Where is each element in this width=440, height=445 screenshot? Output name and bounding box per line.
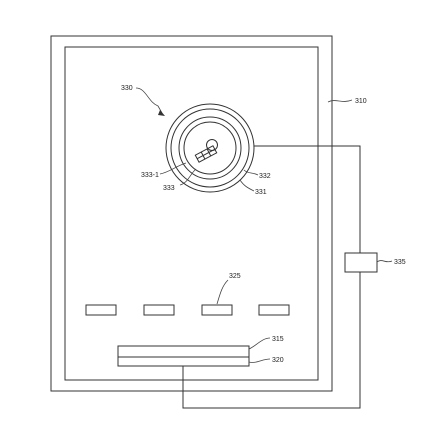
leader-332 bbox=[243, 169, 259, 176]
bottom-strip bbox=[117, 345, 250, 367]
leader-333 bbox=[179, 168, 197, 186]
leader-310 bbox=[327, 99, 353, 103]
sensor-4 bbox=[258, 304, 290, 316]
leader-331 bbox=[239, 179, 255, 192]
sensor-1 bbox=[85, 304, 117, 316]
sensor-3 bbox=[201, 304, 233, 316]
label-310: 310 bbox=[355, 98, 367, 105]
label-332: 332 bbox=[259, 173, 271, 180]
wire-ring-to-controller bbox=[254, 145, 361, 253]
leader-320 bbox=[248, 358, 271, 363]
sensor-2 bbox=[143, 304, 175, 316]
label-331: 331 bbox=[255, 189, 267, 196]
ring-inner-circle bbox=[183, 121, 237, 175]
leader-325 bbox=[216, 279, 229, 305]
label-330: 330 bbox=[121, 85, 133, 92]
leader-330 bbox=[135, 87, 163, 114]
label-315: 315 bbox=[272, 336, 284, 343]
controller-box bbox=[344, 252, 378, 273]
leader-335 bbox=[376, 260, 393, 263]
sensor-row bbox=[85, 304, 290, 316]
ring-second-circle bbox=[170, 108, 250, 188]
leader-315 bbox=[248, 337, 271, 350]
wire-controller-to-strip bbox=[182, 272, 361, 409]
label-333: 333 bbox=[163, 185, 175, 192]
leader-330-arrow bbox=[158, 110, 165, 116]
label-325: 325 bbox=[229, 273, 241, 280]
grid-element bbox=[194, 145, 218, 163]
ring-outer-circle bbox=[165, 103, 255, 193]
label-333-1: 333-1 bbox=[141, 172, 159, 179]
housing-inner-frame bbox=[64, 46, 319, 381]
label-320: 320 bbox=[272, 357, 284, 364]
leader-333-1 bbox=[159, 162, 187, 175]
ring-device bbox=[165, 103, 255, 193]
label-335: 335 bbox=[394, 259, 406, 266]
housing-outer-frame bbox=[50, 35, 333, 392]
ring-third-circle bbox=[178, 116, 242, 180]
